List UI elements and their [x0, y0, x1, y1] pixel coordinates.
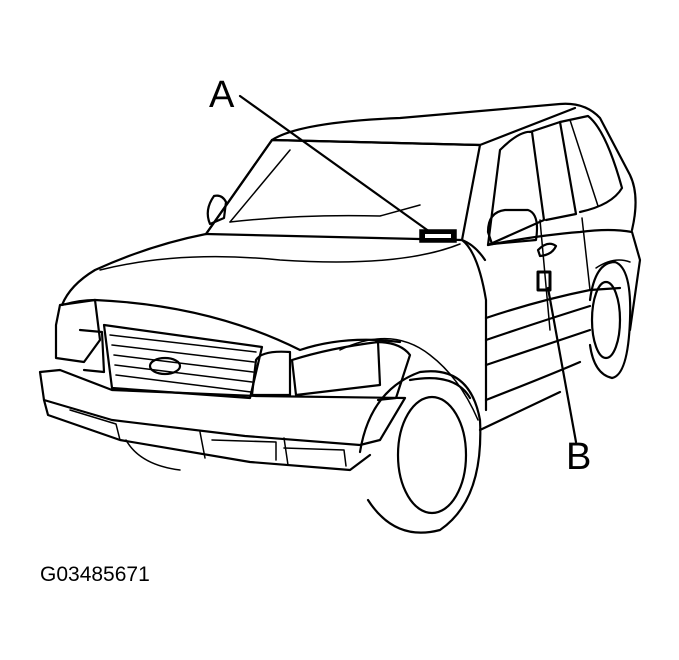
side-windows: [486, 114, 624, 247]
leader-line-b: [546, 286, 578, 444]
body-side: [460, 217, 642, 432]
grille: [102, 323, 264, 400]
hood: [60, 232, 487, 352]
front-wheel: [339, 337, 482, 534]
emblem: [148, 356, 182, 376]
callout-label-b: B: [566, 436, 592, 478]
leader-line-a: [238, 94, 432, 234]
door-handle: [536, 242, 558, 258]
callout-label-a: A: [209, 74, 235, 116]
label-a-plate: [419, 229, 457, 243]
label-b-plate: [536, 270, 552, 292]
windshield: [204, 138, 482, 242]
front-bumper: [38, 368, 407, 472]
figure-code: G03485671: [40, 563, 150, 586]
rear-wheel: [588, 259, 632, 380]
